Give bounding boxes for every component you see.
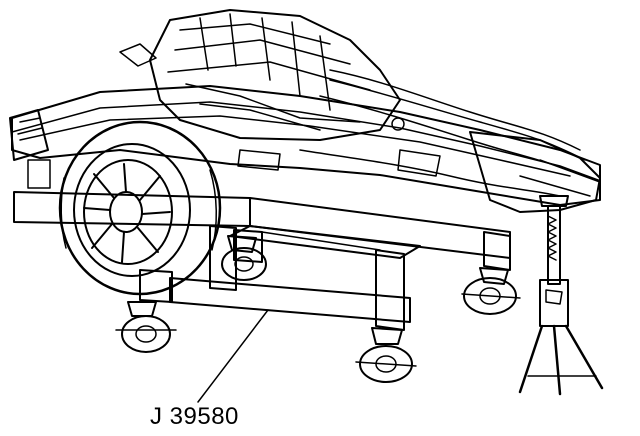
caster-rear-left bbox=[221, 235, 267, 281]
vehicle-frame bbox=[9, 9, 601, 213]
callout-label: J 39580 bbox=[150, 403, 239, 430]
caster-front-left bbox=[115, 301, 177, 353]
caster-rear-right bbox=[461, 267, 521, 315]
callout-leader-line bbox=[197, 309, 269, 403]
jack-stand bbox=[518, 195, 604, 396]
cradle-fixture bbox=[13, 191, 511, 331]
front-wheel bbox=[58, 120, 222, 296]
caster-front-right bbox=[355, 327, 417, 383]
